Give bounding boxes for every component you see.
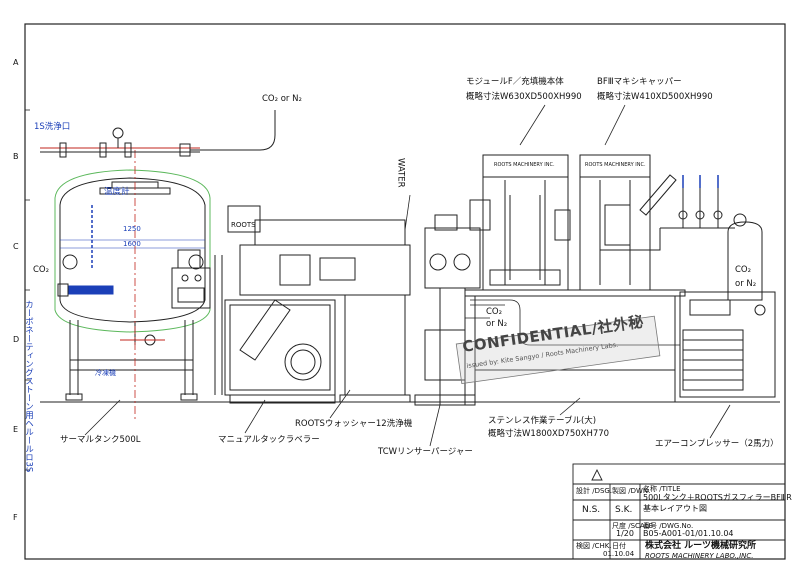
tb-design-header: 設計 /DSG. <box>576 487 613 495</box>
row-ticks <box>25 109 30 471</box>
tcw-rinser <box>414 214 481 406</box>
bf-title-1: BFⅢマキシキャッパー <box>597 77 682 87</box>
floor-material-label: 冷凍機 <box>95 369 116 377</box>
gas-cylinder <box>727 213 763 301</box>
air-compressor <box>679 291 776 398</box>
roots-inc-1: ROOTS MACHINERY INC. <box>494 162 555 168</box>
tank-control-box <box>171 249 211 309</box>
tb-title-line2: 基本レイアウト図 <box>643 504 707 513</box>
tb-title-header: 名称 /TITLE <box>643 485 681 493</box>
tb-date: 01.10.04 <box>603 550 635 558</box>
module-title-1: モジュールF／充填機本体 <box>466 77 564 87</box>
thermometer-label: 温度計 <box>104 187 130 197</box>
module-filler <box>469 154 571 291</box>
manual-labeler <box>214 205 336 404</box>
row-marker-a: A <box>13 58 19 67</box>
table-label-2: 概略寸法W1800XD750XH770 <box>488 429 610 439</box>
tb-check-header: 検図 /CHK. <box>576 542 612 550</box>
row-marker-e: E <box>13 425 19 434</box>
tb-drawn-header: 製図 /DWN. <box>612 487 651 495</box>
co2-right-label: CO₂ <box>735 265 752 275</box>
tb-company-jp: 株式会社 ルーツ機械研究所 <box>645 541 756 551</box>
washer <box>239 219 411 403</box>
or-n2-center-label: or N₂ <box>486 319 508 329</box>
row-marker-c: C <box>13 242 19 251</box>
bf-title-2: 概略寸法W410XD500XH990 <box>597 92 713 102</box>
wash-port-label: 1S洗浄口 <box>34 122 71 132</box>
manual-labeler-label: マニュアルタックラベラー <box>218 435 320 445</box>
row-marker-b: B <box>13 152 19 161</box>
tb-designer: N.S. <box>582 505 601 515</box>
tb-drafter: S.K. <box>615 505 633 515</box>
tb-dwg-no: B05-A001-01/01.10.04 <box>643 529 734 538</box>
stainless-table <box>464 289 686 402</box>
tb-title-line1: 500Lタンク＋ROOTSガスフィラーBFⅢR <box>643 493 792 502</box>
co2-center-label: CO₂ <box>486 307 503 317</box>
tb-scale-header: 尺度 /SCALE <box>612 522 654 530</box>
carbonation-stone-label: カーボネーティングストーン用ヘルールロ3S <box>23 300 34 473</box>
bf-capper <box>579 154 677 291</box>
or-n2-right-label: or N₂ <box>735 279 757 289</box>
title-block-frame <box>572 463 786 560</box>
tb-dwgno-header: 番号 /DWG.No. <box>643 522 694 530</box>
top-piping <box>40 110 276 158</box>
tb-scale: 1/20 <box>616 529 634 538</box>
row-marker-f: F <box>13 513 18 522</box>
dim-1600: 1600 <box>123 240 141 248</box>
roots-inc-2: ROOTS MACHINERY INC. <box>585 162 646 168</box>
table-label-1: ステンレス作業テーブル(大) <box>488 416 597 426</box>
roots-badge: ROOTS <box>231 221 256 229</box>
water-label: WATER <box>395 158 406 188</box>
tcw-rinser-label: TCWリンサーパージャー <box>378 447 473 457</box>
module-title-2: 概略寸法W630XD500XH990 <box>466 92 582 102</box>
compressor-label: エアーコンプレッサー（2馬力） <box>655 439 779 449</box>
sheet-border <box>24 23 786 560</box>
leader-lines <box>84 104 731 447</box>
confidential-stamp <box>455 315 661 385</box>
washer-label: ROOTSウォッシャー12洗浄機 <box>295 419 413 429</box>
tb-company-en: ROOTS MACHINERY LABO.,INC. <box>645 552 754 560</box>
co2-left-label: CO₂ <box>33 265 50 275</box>
dim-1250: 1250 <box>123 225 141 233</box>
gas-manifold <box>600 175 735 251</box>
row-marker-d: D <box>13 335 20 344</box>
thermal-tank <box>54 169 211 401</box>
gas-piping <box>465 299 680 346</box>
tb-date-header: 日付 <box>612 542 626 550</box>
co2-n2-top-label: CO₂ or N₂ <box>262 94 302 104</box>
thermal-tank-label: サーマルタンク500L <box>60 435 141 445</box>
